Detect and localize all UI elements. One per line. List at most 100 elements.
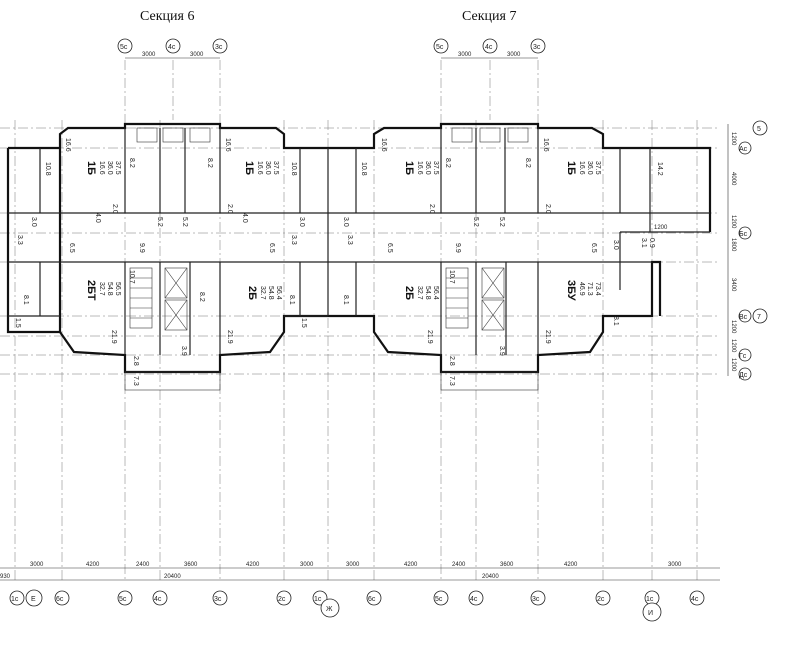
- vertical-grid-lines: [14, 60, 698, 580]
- room-area: 3.1: [640, 238, 647, 248]
- apartment-area: 37.5: [272, 161, 279, 175]
- dimension-label: 20400: [164, 574, 181, 580]
- room-area: 10.7: [128, 270, 135, 284]
- apartment-area: 32.7: [259, 286, 266, 300]
- room-area: 21.9: [544, 330, 551, 344]
- axis-label: Ас: [739, 146, 748, 153]
- dimension-label: 3000: [346, 562, 360, 568]
- axis-label: 3с: [533, 44, 541, 51]
- apartment-type: 2Б: [246, 286, 258, 300]
- section-6-title: Секция 6: [140, 9, 194, 24]
- axis-label: Е: [31, 596, 36, 603]
- room-area: 6.5: [590, 243, 597, 253]
- room-area: 21.9: [110, 330, 117, 344]
- room-area: 3.9: [498, 346, 505, 356]
- room-area: 5.2: [156, 217, 163, 227]
- room-area: 10.8: [360, 162, 367, 176]
- room-area: 8.1: [612, 316, 619, 326]
- apartment-area: 16.6: [578, 161, 585, 175]
- dimension-label: 1200: [730, 339, 736, 353]
- apartment-area: 36.0: [424, 161, 431, 175]
- dimension-label: 4200: [246, 562, 260, 568]
- room-area: 9.9: [138, 243, 145, 253]
- top-axes-section-7: 5с 4с 3с 3000 3000: [433, 38, 546, 59]
- dimension-label: 4200: [564, 562, 578, 568]
- dimension-label: 3000: [458, 52, 472, 58]
- room-area: 8.1: [342, 295, 349, 305]
- dimension-label: 4000: [730, 172, 736, 186]
- axis-label: 4с: [168, 44, 176, 51]
- room-area: 3.3: [290, 235, 297, 245]
- dimension-label: 2400: [452, 562, 466, 568]
- room-area: 5.2: [498, 217, 505, 227]
- dimension-label: 3600: [184, 562, 198, 568]
- room-area: 5.2: [181, 217, 188, 227]
- room-area: 3.0: [612, 240, 619, 250]
- apartment-area: 37.5: [432, 161, 439, 175]
- room-area: 3.0: [298, 217, 305, 227]
- room-area: 8.2: [524, 158, 531, 168]
- room-area: 6.5: [68, 243, 75, 253]
- axis-label: 4с: [485, 44, 493, 51]
- apartment-area: 37.5: [114, 161, 121, 175]
- axis-label: 6с: [368, 596, 376, 603]
- bottom-axes: 1с Е 6с 5с 4с 3с 2с 1с Ж 6с 5с 4с 3с 2с …: [9, 589, 705, 622]
- axis-label: 3с: [215, 44, 223, 51]
- axis-label: 4с: [470, 596, 478, 603]
- axis-label: 5с: [435, 596, 443, 603]
- dimension-label: 1200: [730, 132, 736, 146]
- room-area: 2.0: [428, 204, 435, 214]
- dimension-label: 1800: [730, 238, 736, 252]
- axis-label: Гс: [739, 353, 747, 360]
- apartment-area: 16.6: [416, 161, 423, 175]
- room-area: 9.9: [454, 243, 461, 253]
- dimension-label: 3600: [500, 562, 514, 568]
- dimension-label: 3000: [190, 52, 204, 58]
- apartment-area: 54.8: [424, 286, 431, 300]
- room-area: 0.9: [648, 238, 655, 248]
- apartment-area: 37.5: [594, 161, 601, 175]
- dimension-label: 3000: [668, 562, 682, 568]
- room-area: 3.3: [16, 235, 23, 245]
- room-area: 10.8: [44, 162, 51, 176]
- room-area: 8.2: [128, 158, 135, 168]
- axis-label: Ж: [326, 606, 333, 613]
- apartment-area: 71.3: [586, 282, 593, 296]
- room-area: 4.0: [241, 213, 248, 223]
- room-area: 3.0: [30, 217, 37, 227]
- apartment-type: 3БУ: [565, 280, 577, 301]
- section-6-walls: [6, 122, 328, 391]
- room-area: 6.5: [386, 243, 393, 253]
- axis-label: 2с: [278, 596, 286, 603]
- room-area: 16.6: [542, 138, 549, 152]
- room-area: 2.8: [448, 356, 455, 366]
- right-axes: 5 Ас Бс 7 Вс Гс Дс 1200 4000 1200 1800 3…: [727, 120, 768, 381]
- dimension-label: 4200: [404, 562, 418, 568]
- room-area: 5.2: [472, 217, 479, 227]
- axis-label: Бс: [739, 231, 748, 238]
- room-area: 8.1: [288, 295, 295, 305]
- room-area: 16.6: [380, 138, 387, 152]
- axis-label: 2с: [597, 596, 605, 603]
- apartment-labels: 1Б 16.6 36.0 37.5 1Б 16.6 36.0 37.5 2БТ …: [85, 161, 601, 301]
- room-area: 8.2: [444, 158, 451, 168]
- axis-label: 1с: [11, 596, 19, 603]
- room-area: 16.6: [224, 138, 231, 152]
- room-area: 3.3: [346, 235, 353, 245]
- axis-label: 3с: [214, 596, 222, 603]
- room-area: 10.7: [448, 270, 455, 284]
- room-area: 6.5: [268, 243, 275, 253]
- dimension-label: 3000: [142, 52, 156, 58]
- apartment-area: 16.6: [98, 161, 105, 175]
- apartment-area: 32.7: [98, 282, 105, 296]
- apartment-area: 16.6: [256, 161, 263, 175]
- room-area: 3.9: [180, 346, 187, 356]
- apartment-area: 54.8: [267, 286, 274, 300]
- room-area: 3.0: [342, 217, 349, 227]
- room-area: 10.8: [290, 162, 297, 176]
- room-area: 2.8: [132, 356, 139, 366]
- room-area: 1.5: [14, 318, 21, 328]
- apartment-area: 56.5: [114, 282, 121, 296]
- apartment-area: 56.4: [275, 286, 282, 300]
